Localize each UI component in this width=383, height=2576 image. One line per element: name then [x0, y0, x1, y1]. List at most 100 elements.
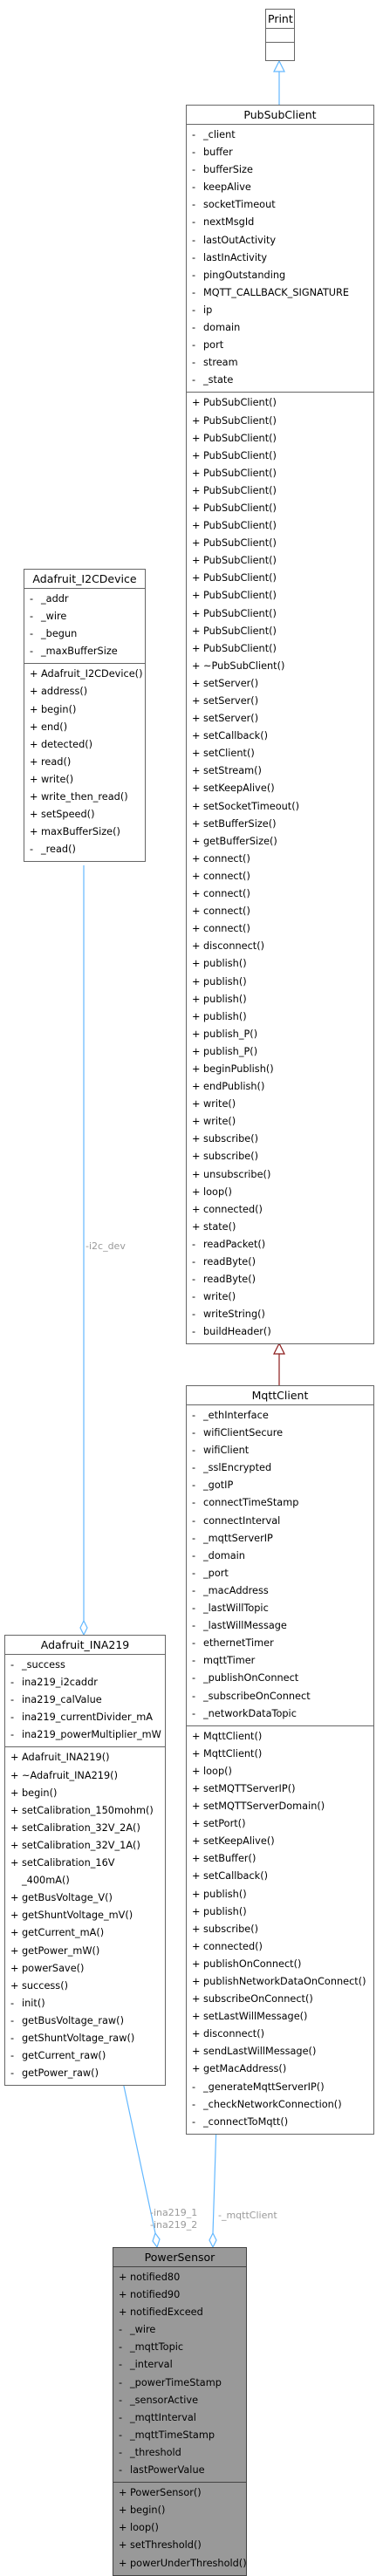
class-method[interactable]: +write()	[24, 771, 145, 789]
class-method[interactable]: +setClient()	[187, 745, 373, 762]
class-method[interactable]: +Adafruit_I2CDevice()	[24, 666, 145, 683]
class-method[interactable]: +powerUnderThreshold()	[113, 2555, 247, 2573]
class-attribute[interactable]: -_ethInterface	[187, 1407, 373, 1425]
class-method[interactable]: +publishNetworkDataOnConnect()	[187, 1973, 373, 1991]
class-attribute[interactable]: -_powerTimeStamp	[113, 2374, 246, 2392]
class-method[interactable]: +getPower_mW()	[5, 1943, 165, 1960]
class-method[interactable]: +sendLastWillMessage()	[187, 2043, 373, 2060]
class-method[interactable]: +setBufferSize()	[187, 816, 373, 833]
class-method[interactable]: +PubSubClient()	[187, 465, 373, 482]
class-method[interactable]: +setMQTTServerDomain()	[187, 1798, 373, 1815]
class-method[interactable]: +setStream()	[187, 762, 373, 780]
class-attribute[interactable]: -_mqttTimeStamp	[113, 2427, 246, 2444]
class-attribute[interactable]: -wifiClientSecure	[187, 1425, 373, 1442]
class-method[interactable]: +PubSubClient()	[187, 430, 373, 448]
class-method[interactable]: +begin()	[113, 2502, 246, 2519]
class-attribute[interactable]: -_lastWillMessage	[187, 1617, 373, 1635]
class-attribute[interactable]: -_wire	[24, 608, 145, 625]
class-adafruit-i2cdevice[interactable]: Adafruit_I2CDevice-_addr-_wire-_begun-_m…	[24, 569, 146, 863]
class-method[interactable]: +~Adafruit_INA219()	[5, 1767, 165, 1785]
class-method[interactable]: +PubSubClient()	[187, 570, 373, 587]
class-attribute[interactable]: -_addr	[24, 591, 145, 608]
class-method[interactable]: -getBusVoltage_raw()	[5, 2012, 165, 2030]
class-method[interactable]: +powerSave()	[5, 1960, 165, 1978]
class-method[interactable]: +setCallback()	[187, 1868, 373, 1885]
class-attribute[interactable]: -_threshold	[113, 2444, 246, 2462]
class-method[interactable]: +address()	[24, 683, 145, 700]
class-method[interactable]: -init()	[5, 1995, 165, 2012]
class-attribute[interactable]: -_domain	[187, 1548, 373, 1565]
class-method[interactable]: +setServer()	[187, 710, 373, 728]
class-method[interactable]: +setPort()	[187, 1815, 373, 1833]
class-method[interactable]: +state()	[187, 1219, 373, 1236]
class-method[interactable]: -_connectToMqtt()	[187, 2114, 373, 2131]
class-method[interactable]: +begin()	[24, 701, 145, 719]
class-attribute[interactable]: -_mqttTopic	[113, 2339, 246, 2356]
class-method[interactable]: +subscribe()	[187, 1131, 373, 1148]
class-attribute[interactable]: -_networkDataTopic	[187, 1705, 373, 1723]
class-mqttclient[interactable]: MqttClient-_ethInterface-wifiClientSecur…	[186, 1385, 374, 2135]
class-method[interactable]: +PubSubClient()	[187, 394, 373, 412]
class-method[interactable]: +detected()	[24, 736, 145, 754]
class-attribute[interactable]: -wifiClient	[187, 1442, 373, 1459]
class-attribute[interactable]: -_sslEncrypted	[187, 1459, 373, 1477]
class-method[interactable]: +getMacAddress()	[187, 2060, 373, 2078]
class-attribute[interactable]: -ip	[187, 302, 373, 319]
class-method[interactable]: +publish_P()	[187, 1026, 373, 1043]
class-method[interactable]: +connected()	[187, 1938, 373, 1956]
class-pubsubclient[interactable]: PubSubClient-_client-buffer-bufferSize-k…	[186, 105, 374, 1345]
class-method[interactable]: +setMQTTServerIP()	[187, 1780, 373, 1798]
class-attribute[interactable]: -domain	[187, 319, 373, 337]
class-attribute[interactable]: -_mqttInterval	[113, 2409, 246, 2427]
class-print[interactable]: Print	[265, 9, 295, 61]
class-attribute[interactable]: -buffer	[187, 144, 373, 161]
class-method[interactable]: +PowerSensor()	[113, 2484, 246, 2502]
class-method[interactable]: +connect()	[187, 868, 373, 885]
class-method[interactable]: +setBuffer()	[187, 1850, 373, 1868]
class-attribute[interactable]: -nextMsgId	[187, 214, 373, 231]
class-method[interactable]: +publish()	[187, 1008, 373, 1026]
class-attribute[interactable]: -ina219_powerMultiplier_mW	[5, 1726, 165, 1744]
class-attribute[interactable]: -lastInActivity	[187, 249, 373, 267]
class-method[interactable]: +connected()	[187, 1201, 373, 1219]
class-method[interactable]: +PubSubClient()	[187, 482, 373, 500]
class-method[interactable]: +publish_P()	[187, 1043, 373, 1061]
class-method[interactable]: +getShuntVoltage_mV()	[5, 1907, 165, 1924]
class-method[interactable]: -getPower_raw()	[5, 2065, 165, 2082]
class-method[interactable]: -_read()	[24, 841, 145, 858]
class-attribute[interactable]: +notifiedExceed	[113, 2304, 246, 2321]
class-attribute[interactable]: -_interval	[113, 2356, 246, 2374]
class-method[interactable]: +write()	[187, 1096, 373, 1113]
class-attribute[interactable]: -_client	[187, 126, 373, 144]
class-attribute[interactable]: -_mqttServerIP	[187, 1530, 373, 1548]
class-method[interactable]: _400mA()	[5, 1872, 165, 1889]
class-attribute[interactable]: -_state	[187, 372, 373, 389]
class-attribute[interactable]: -_wire	[113, 2321, 246, 2339]
class-attribute[interactable]: -stream	[187, 354, 373, 372]
class-method[interactable]: +write()	[187, 1113, 373, 1131]
class-method[interactable]: +setCalibration_32V_1A()	[5, 1837, 165, 1855]
class-attribute[interactable]: -lastPowerValue	[113, 2462, 246, 2479]
class-method[interactable]: +endPublish()	[187, 1078, 373, 1096]
class-attribute[interactable]: -connectInterval	[187, 1513, 373, 1530]
class-method[interactable]: +setKeepAlive()	[187, 780, 373, 797]
class-attribute[interactable]: -_gotIP	[187, 1477, 373, 1494]
class-method[interactable]: +setCalibration_16V	[5, 1855, 165, 1872]
class-method[interactable]: +setSpeed()	[24, 806, 145, 823]
class-attribute[interactable]: +notified90	[113, 2286, 246, 2304]
class-method[interactable]: -_checkNetworkConnection()	[187, 2096, 373, 2114]
class-method[interactable]: +publishOnConnect()	[187, 1956, 373, 1973]
class-method[interactable]: +setServer()	[187, 675, 373, 693]
class-method[interactable]: +setThreshold()	[113, 2537, 246, 2554]
class-attribute[interactable]: +notified80	[113, 2269, 246, 2286]
class-method[interactable]: +publish()	[187, 955, 373, 973]
class-attribute[interactable]: -pingOutstanding	[187, 267, 373, 284]
class-method[interactable]: -readPacket()	[187, 1236, 373, 1254]
class-attribute[interactable]: -bufferSize	[187, 161, 373, 179]
class-method[interactable]: +setCallback()	[187, 728, 373, 745]
class-method[interactable]: -readByte()	[187, 1271, 373, 1288]
class-attribute[interactable]: -connectTimeStamp	[187, 1494, 373, 1512]
class-attribute[interactable]: -_port	[187, 1565, 373, 1582]
class-method[interactable]: +beginPublish()	[187, 1061, 373, 1078]
class-method[interactable]: +connect()	[187, 885, 373, 903]
